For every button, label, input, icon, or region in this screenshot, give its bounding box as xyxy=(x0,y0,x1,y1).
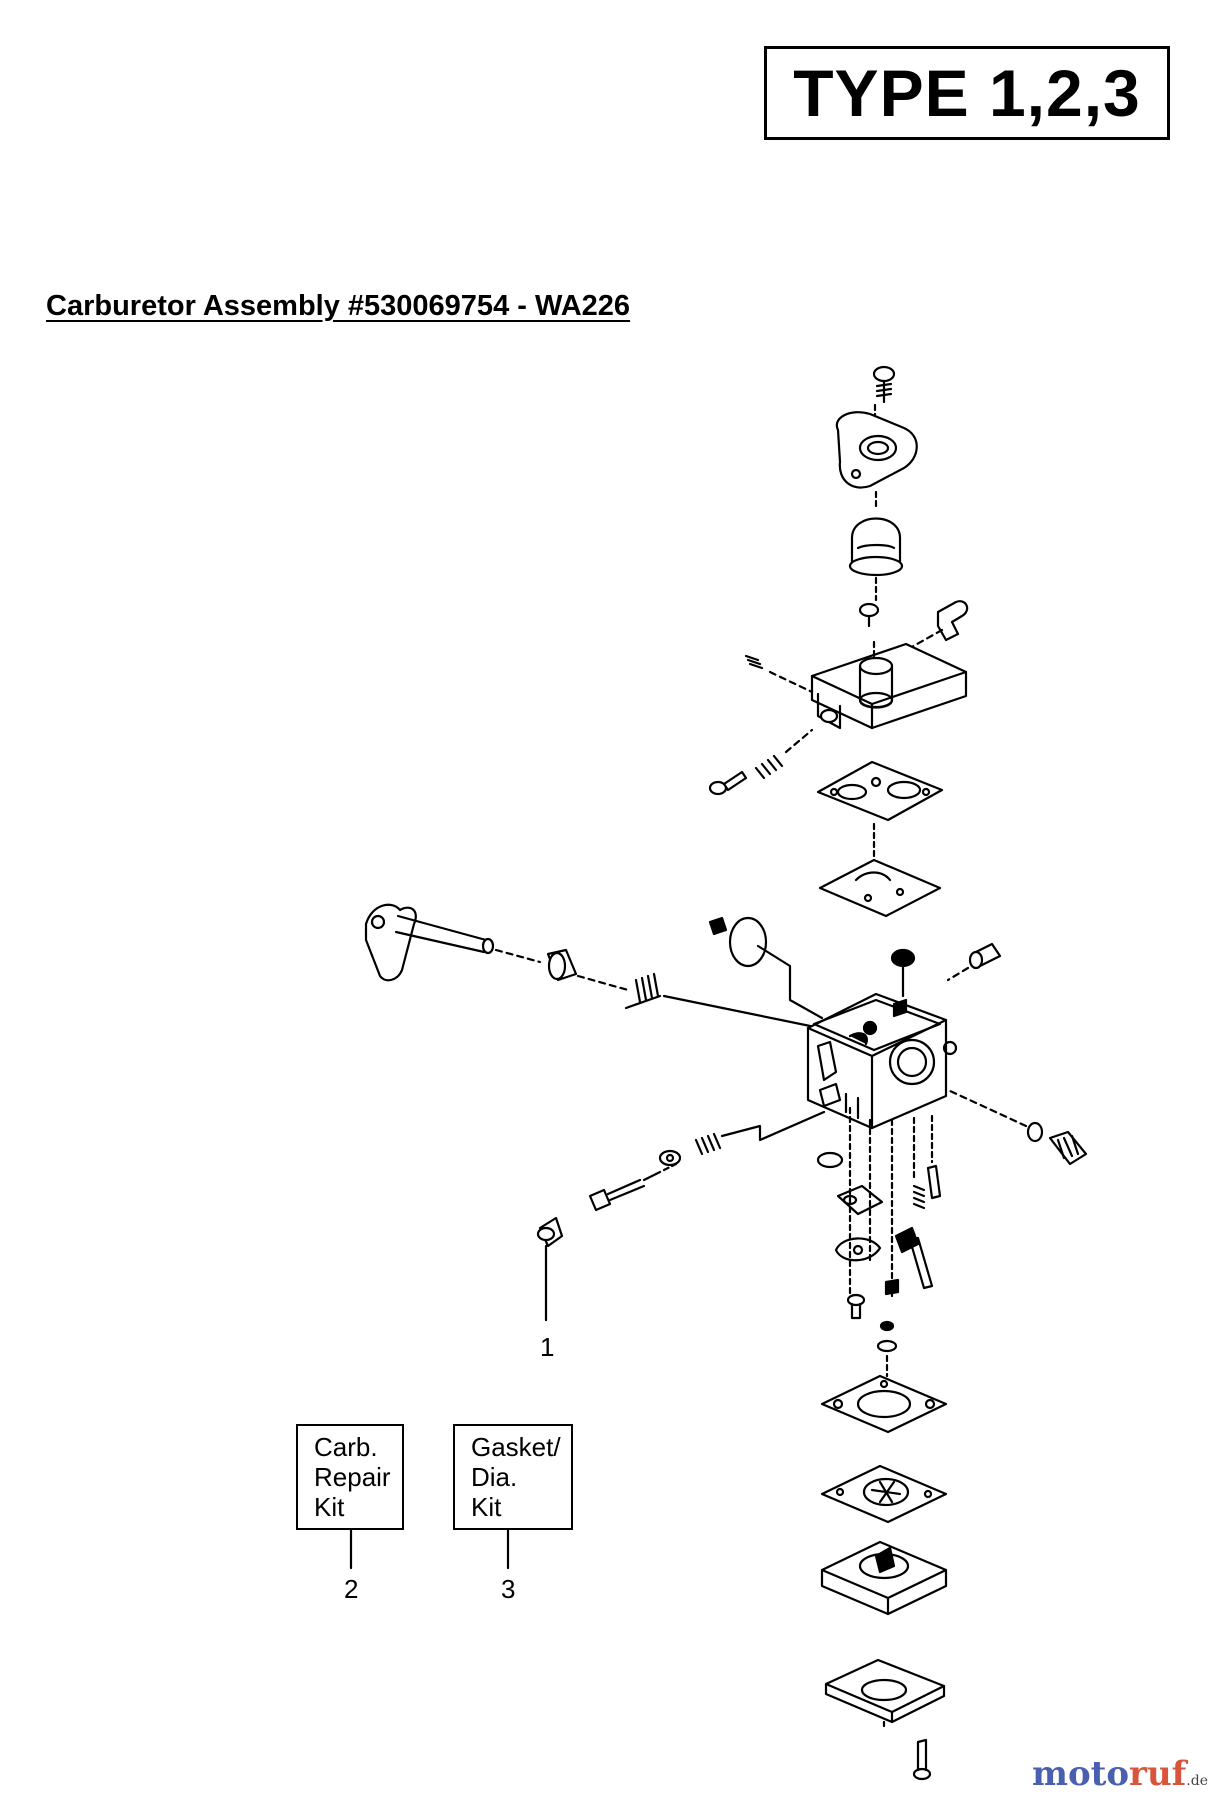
ref-number-2: 2 xyxy=(344,1574,359,1604)
small-spring xyxy=(744,654,764,670)
metering-spring xyxy=(912,1184,926,1210)
watermark-logo: motoruf.de xyxy=(1032,1754,1208,1794)
kit-line: Kit xyxy=(314,1492,345,1522)
watermark-tld: .de xyxy=(1186,1773,1208,1789)
needle-washer xyxy=(658,1149,682,1167)
metering-gasket xyxy=(820,1374,948,1434)
choke-bushing xyxy=(968,942,1002,970)
adjusting-needle xyxy=(588,1170,662,1212)
metering-diaphragm xyxy=(820,1464,948,1524)
elbow-fitting xyxy=(936,600,969,642)
diagram-title: Carburetor Assembly #530069754 - WA226 xyxy=(46,290,631,322)
throttle-spring xyxy=(624,972,662,1010)
kit-line: Kit xyxy=(471,1492,502,1522)
needle-spring xyxy=(694,1132,722,1156)
kit-line: Dia. xyxy=(471,1462,518,1492)
throttle-plate xyxy=(728,916,768,968)
bottom-cover xyxy=(824,1658,946,1724)
metering-lever xyxy=(836,1184,884,1216)
carburetor-body xyxy=(806,992,958,1130)
needle-seat xyxy=(890,948,916,968)
check-valve-disc xyxy=(816,1151,844,1169)
pump-gasket xyxy=(816,760,944,822)
fulcrum-pin xyxy=(894,1226,934,1290)
gasket-dia-kit-box: Gasket/ Dia. Kit xyxy=(453,1424,573,1530)
throttle-lever xyxy=(364,903,495,982)
limiter-cap xyxy=(536,1216,564,1248)
inlet-o-ring xyxy=(1026,1121,1044,1143)
check-valve-ball xyxy=(879,1320,895,1332)
ref-number-1: 1 xyxy=(540,1332,555,1362)
primer-cover-plate xyxy=(835,411,918,489)
pump-cover xyxy=(810,642,968,730)
kit-line: Carb. xyxy=(314,1432,378,1462)
top-screw xyxy=(872,365,896,404)
check-valve xyxy=(858,602,880,628)
metering-cover xyxy=(820,1540,948,1616)
watermark-brand-b: ruf xyxy=(1129,1754,1187,1794)
kit-line: Gasket/ xyxy=(471,1432,561,1462)
pump-diaphragm xyxy=(818,858,942,918)
inlet-needle xyxy=(926,1164,942,1200)
cover-screw xyxy=(912,1738,932,1781)
lever-screw xyxy=(846,1293,866,1320)
primer-bulb xyxy=(848,517,904,577)
o-ring xyxy=(876,1339,898,1353)
welch-plug-lower xyxy=(834,1237,882,1262)
throttle-screw xyxy=(708,916,728,936)
idle-spring xyxy=(754,754,784,780)
ref-number-3: 3 xyxy=(501,1574,516,1604)
throttle-bushing xyxy=(546,948,578,982)
fuel-inlet-fitting xyxy=(1048,1130,1088,1166)
watermark-brand-a: moto xyxy=(1031,1754,1130,1794)
small-screw xyxy=(884,1278,900,1296)
kit-line: Repair xyxy=(314,1462,391,1492)
idle-screw xyxy=(708,770,748,796)
type-label: TYPE 1,2,3 xyxy=(764,46,1170,140)
carb-repair-kit-box: Carb. Repair Kit xyxy=(296,1424,404,1530)
